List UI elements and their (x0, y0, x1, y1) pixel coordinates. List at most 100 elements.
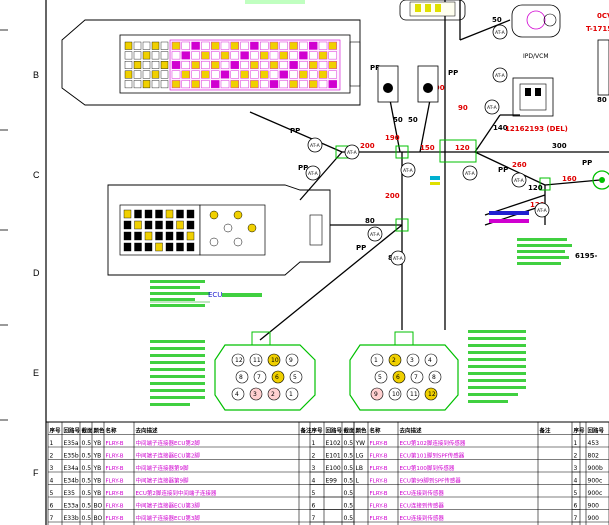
svg-text:LB: LB (356, 465, 363, 472)
svg-text:E102: E102 (326, 440, 341, 447)
svg-text:5: 5 (574, 490, 578, 497)
svg-text:0.5: 0.5 (344, 465, 354, 472)
svg-text:900: 900 (588, 515, 600, 522)
svg-text:YB: YB (93, 478, 102, 485)
green-notes-left: ECU (150, 280, 262, 307)
svg-text:7: 7 (257, 374, 261, 381)
svg-text:7: 7 (50, 515, 54, 522)
svg-text:0.5: 0.5 (344, 478, 354, 485)
svg-text:5: 5 (312, 490, 316, 497)
right-edge-connector (592, 39, 609, 190)
svg-text:YB: YB (93, 465, 102, 472)
len-300: 300 (552, 142, 567, 150)
svg-text:3: 3 (312, 465, 316, 472)
zone-label-e: E (33, 368, 39, 378)
svg-text:FLRY-B: FLRY-B (106, 491, 124, 497)
svg-text:0.5: 0.5 (82, 503, 92, 510)
svg-text:YW: YW (355, 440, 366, 447)
svg-text:12: 12 (428, 391, 436, 398)
relay-pair (377, 65, 439, 103)
at-tag-1: AT-A (307, 137, 323, 153)
svg-text:去向描述: 去向描述 (136, 427, 159, 435)
len-140: 140 (493, 124, 508, 132)
svg-text:8: 8 (432, 374, 436, 381)
len-150: 150 (420, 144, 435, 152)
top-connector-pod (399, 0, 466, 21)
svg-text:6: 6 (275, 374, 279, 381)
svg-text:去向描述: 去向描述 (400, 427, 423, 435)
top-right-partnum: T-1715 (586, 25, 609, 33)
svg-text:0.5: 0.5 (82, 515, 92, 522)
len-120c: 120 (528, 184, 543, 192)
svg-text:截面: 截面 (344, 427, 356, 435)
svg-text:9: 9 (374, 391, 378, 398)
svg-text:2: 2 (574, 453, 578, 460)
top-note (245, 0, 305, 4)
svg-text:BO: BO (94, 503, 103, 510)
svg-text:7: 7 (312, 515, 316, 522)
svg-text:E99: E99 (326, 478, 338, 485)
svg-text:0.5: 0.5 (82, 478, 92, 485)
at-tag-4: AT-A (400, 162, 416, 178)
pp-6: PP (582, 159, 592, 167)
part-number: 12162193 (DEL) (505, 125, 568, 133)
svg-text:名称: 名称 (370, 427, 382, 435)
svg-text:2: 2 (50, 453, 54, 460)
svg-text:3: 3 (253, 391, 257, 398)
len-200a: 200 (360, 142, 375, 150)
svg-text:AT-A: AT-A (370, 232, 381, 238)
at-tag-6: AT-A (492, 24, 508, 40)
svg-text:中间端子连接器ECU第2脚: 中间端子连接器ECU第2脚 (136, 452, 201, 460)
partial-number: 6195- (575, 252, 597, 260)
svg-text:E35a: E35a (64, 440, 79, 447)
zone-label-f: F (33, 468, 39, 478)
svg-text:0.5: 0.5 (344, 440, 354, 447)
svg-text:FLRY-B: FLRY-B (370, 454, 388, 460)
svg-text:0.5: 0.5 (82, 440, 92, 447)
pp-7: PP (356, 244, 366, 252)
svg-text:0.5: 0.5 (344, 490, 354, 497)
svg-text:10: 10 (271, 357, 279, 364)
svg-text:中间端子连接器第9脚: 中间端子连接器第9脚 (136, 464, 189, 472)
svg-text:序号: 序号 (49, 427, 62, 435)
svg-text:中间端子连接器ECU第3脚: 中间端子连接器ECU第3脚 (136, 502, 201, 510)
svg-text:7: 7 (414, 374, 418, 381)
svg-text:5: 5 (50, 490, 54, 497)
at-tag-9: AT-A (511, 172, 527, 188)
svg-text:1: 1 (374, 357, 378, 364)
svg-text:E34a: E34a (64, 465, 79, 472)
at-tag-8: AT-A (484, 99, 500, 115)
at-tag-7: AT-A (492, 67, 508, 83)
svg-text:AT-A: AT-A (495, 73, 506, 79)
sensor-connector: 12162193 (DEL) (505, 77, 568, 133)
svg-text:FLRY-B: FLRY-B (370, 491, 388, 497)
len-50c: 50 (408, 116, 418, 124)
pp-4: PP (448, 69, 458, 77)
svg-text:FLRY-B: FLRY-B (106, 466, 124, 472)
pp-1: PP (290, 127, 300, 135)
svg-text:6: 6 (312, 503, 316, 510)
svg-text:L: L (356, 478, 360, 485)
svg-text:2: 2 (312, 453, 316, 460)
svg-text:ECU连接到传感器: ECU连接到传感器 (400, 502, 445, 510)
svg-text:8: 8 (239, 374, 243, 381)
svg-text:序号: 序号 (573, 427, 586, 435)
svg-text:YB: YB (93, 490, 102, 497)
svg-text:0.5: 0.5 (344, 515, 354, 522)
svg-text:4: 4 (50, 478, 54, 485)
ipdvcm-label: IPD/VCM (523, 53, 549, 60)
svg-text:回路号: 回路号 (64, 427, 81, 435)
svg-text:E33a: E33a (64, 503, 79, 510)
len-200b: 200 (385, 192, 400, 200)
svg-text:E35: E35 (64, 490, 76, 497)
svg-text:1: 1 (289, 391, 293, 398)
svg-text:YB: YB (93, 440, 102, 447)
svg-text:ECU第101脚到SPF传感器: ECU第101脚到SPF传感器 (400, 452, 465, 460)
svg-text:4: 4 (428, 357, 432, 364)
svg-text:4: 4 (574, 478, 578, 485)
svg-text:AT-A: AT-A (514, 178, 525, 184)
svg-text:0.5: 0.5 (82, 453, 92, 460)
svg-text:FLRY-B: FLRY-B (370, 504, 388, 510)
